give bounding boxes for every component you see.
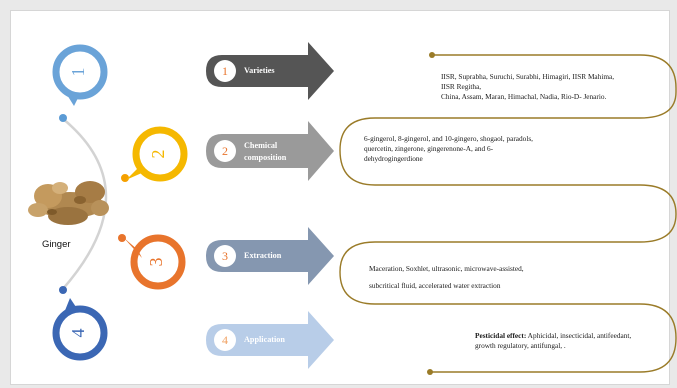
arc-node-3: [118, 234, 126, 242]
step-3-number: 3: [222, 249, 228, 263]
step-2-label-line1: Chemical: [244, 141, 278, 150]
circle-1: [52, 44, 108, 106]
step-2-label-line2: composition: [244, 153, 287, 162]
step-4-badge: 4: [214, 329, 236, 351]
circle-2: [126, 126, 188, 182]
connector-line: [339, 54, 677, 373]
step-4-label: Application: [244, 335, 285, 344]
chemical-line1: 6-gingerol, 8-gingerol, and 10-gingero, …: [364, 134, 534, 143]
arrow-2: [206, 121, 334, 181]
arc-line: [61, 117, 108, 291]
ginger-image: [28, 181, 109, 225]
connector-dot-start: [429, 52, 435, 58]
extraction-line2: subcritical fluid, accelerated water ext…: [369, 281, 501, 290]
step-1-label: Varieties: [244, 66, 275, 75]
arrow-4: [206, 311, 334, 369]
step-2-number: 2: [222, 144, 228, 158]
varieties-line3: China, Assam, Maran, Himachal, Nadia, Ri…: [441, 92, 607, 101]
varieties-line2: IISR Regitha,: [441, 82, 482, 91]
application-line2: growth regulatory, antifungal, .: [475, 341, 566, 350]
chemical-line2: quercetin, zingerone, gingerenone-A, and…: [364, 144, 494, 153]
step-3-label: Extraction: [244, 251, 282, 260]
arc-node-1: [59, 114, 67, 122]
center-label: Ginger: [42, 239, 71, 250]
step-1-number: 1: [222, 64, 228, 78]
step-4-number: 4: [222, 333, 228, 347]
extraction-line1: Maceration, Soxhlet, ultrasonic, microwa…: [369, 264, 524, 273]
step-1-badge: 1: [214, 60, 236, 82]
varieties-line1: IISR, Suprabha, Suruchi, Surabhi, Himagi…: [441, 72, 615, 81]
step-2-badge: 2: [214, 140, 236, 162]
arc-node-2: [121, 174, 129, 182]
chemical-line3: dehydrogingerdione: [364, 154, 423, 163]
arrow-1: [206, 42, 334, 100]
application-line1: Pesticidal effect: Aphicidal, insecticid…: [475, 331, 631, 341]
connector-dot-end: [427, 369, 433, 375]
arc-node-4: [59, 286, 67, 294]
circle-4: [52, 298, 108, 361]
step-3-badge: 3: [214, 245, 236, 267]
diagram-panel: [10, 10, 670, 385]
circle-3: [124, 234, 186, 290]
circle-4-number: 4: [68, 329, 88, 338]
arrow-3: [206, 227, 334, 285]
circle-2-number: 2: [148, 150, 168, 159]
circle-3-number: 3: [146, 258, 166, 267]
application-bold: Pesticidal effect:: [475, 331, 527, 340]
application-line1-rest: Aphicidal, insecticidal, antifeedant,: [526, 331, 632, 340]
circle-1-number: 1: [68, 68, 88, 77]
